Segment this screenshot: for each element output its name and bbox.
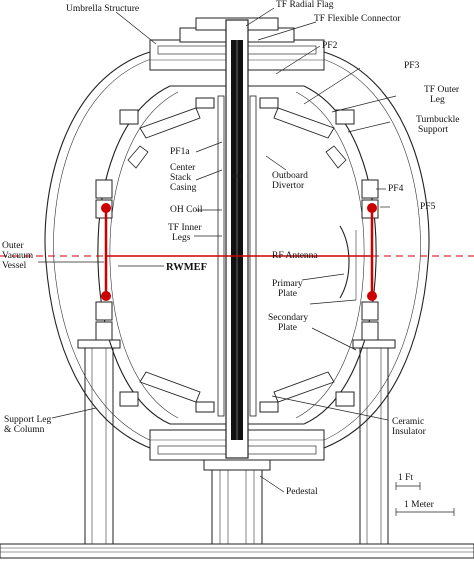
divertor-plates — [127, 107, 347, 403]
label-primary-plate-2: Plate — [278, 289, 297, 299]
label-primary-plate-1: Primary — [272, 279, 303, 289]
label-pf4: PF4 — [388, 184, 404, 194]
label-pedestal: Pedestal — [286, 487, 318, 497]
label-tf-inner-2: Legs — [172, 233, 191, 243]
label-support-leg-2: & Column — [4, 425, 45, 435]
label-tf-outer-leg-2: Leg — [430, 95, 445, 105]
label-tf-inner-1: TF Inner — [168, 223, 202, 233]
label-center-stack-3: Casing — [170, 183, 197, 193]
label-ceramic-1: Ceramic — [392, 417, 424, 427]
label-pf2: PF2 — [322, 41, 338, 51]
label-tf-outer-leg-1: TF Outer — [424, 85, 460, 95]
label-outer-vessel-1: Outer — [2, 241, 24, 251]
support-columns — [77, 339, 396, 545]
label-outer-vessel-3: Vessel — [2, 261, 27, 271]
pedestal-structure — [203, 459, 271, 545]
label-pf3: PF3 — [404, 61, 420, 71]
label-tf-radial-flag: TF Radial Flag — [276, 0, 334, 10]
scale-bars — [395, 482, 455, 516]
label-tf-flexible-connector: TF Flexible Connector — [314, 14, 401, 24]
label-turnbuckle-1: Turnbuckle — [416, 115, 459, 125]
label-rf-antenna: RF Antenna — [272, 251, 318, 261]
label-center-stack-2: Stack — [170, 173, 191, 183]
rwmef-coils — [0, 203, 474, 301]
label-center-stack-1: Center — [170, 163, 196, 173]
label-scale-ft: 1 Ft — [398, 473, 413, 483]
label-outboard-divertor-1: Outboard — [272, 171, 308, 181]
label-scale-m: 1 Meter — [404, 500, 435, 510]
label-secondary-plate-2: Plate — [278, 323, 297, 333]
rf-antenna — [339, 225, 357, 300]
label-pf1a: PF1a — [170, 147, 190, 157]
label-pf5: PF5 — [420, 202, 436, 212]
label-outboard-divertor-2: Divertor — [272, 181, 305, 191]
label-umbrella-structure: Umbrella Structure — [66, 4, 139, 14]
label-support-leg-1: Support Leg — [4, 415, 51, 425]
label-secondary-plate-1: Secondary — [268, 313, 308, 323]
floor-base — [0, 543, 474, 559]
label-oh-coil: OH Coil — [170, 205, 203, 215]
label-rwmef: RWMEF — [166, 262, 207, 273]
label-outer-vessel-2: Vacuum — [2, 251, 34, 261]
label-turnbuckle-2: Support — [418, 125, 448, 135]
leader-lines — [38, 7, 397, 493]
label-ceramic-2: Insulator — [392, 427, 427, 437]
